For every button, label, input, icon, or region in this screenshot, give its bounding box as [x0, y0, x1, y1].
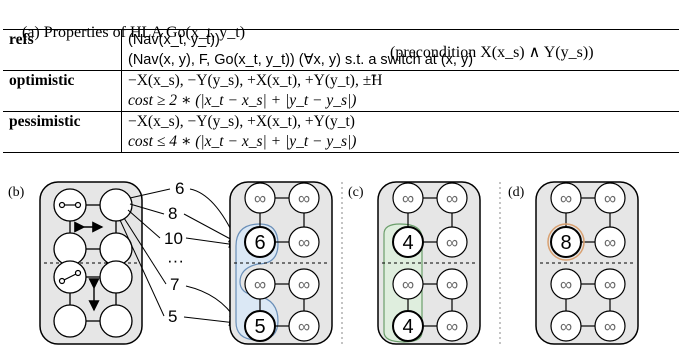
- node-infinity: ∞: [402, 275, 414, 294]
- node-value: 4: [402, 316, 413, 338]
- node-infinity: ∞: [254, 189, 266, 208]
- pessimistic-effects: −X(x_s), −Y(y_s), +X(x_t), +Y(y_t): [121, 111, 679, 132]
- node-infinity: ∞: [604, 275, 616, 294]
- infinity-node: [550, 310, 582, 342]
- node-infinity: ∞: [446, 189, 458, 208]
- value-node: [244, 226, 276, 258]
- infinity-node: [288, 310, 320, 342]
- infinity-node: [436, 310, 468, 342]
- infinity-node: [594, 310, 626, 342]
- row-key-optimistic: optimistic: [3, 70, 122, 91]
- infinity-node: [594, 226, 626, 258]
- node-infinity: ∞: [604, 189, 616, 208]
- node-value: 4: [402, 232, 413, 254]
- infinity-node: [288, 268, 320, 300]
- infinity-node: [288, 182, 320, 214]
- row-key-pessimistic: pessimistic: [3, 111, 122, 132]
- edge-label: 7: [170, 275, 179, 294]
- node-value: 8: [560, 232, 571, 254]
- infinity-node: [436, 226, 468, 258]
- value-node: [244, 310, 276, 342]
- node-infinity: ∞: [604, 317, 616, 336]
- edge-label: 8: [168, 204, 177, 223]
- edge-label: 5: [168, 307, 177, 326]
- node-infinity: ∞: [446, 233, 458, 252]
- infinity-node: [594, 268, 626, 300]
- node-infinity: ∞: [560, 189, 572, 208]
- row-key-refs: refs: [3, 29, 122, 50]
- refs-line-2: (Nav(x, y), F, Go(x_t, y_t)) (∀x, y) s.t…: [128, 52, 474, 68]
- panel-d-label: (d): [508, 185, 525, 200]
- edge-label: 6: [175, 179, 184, 198]
- pessimistic-cost: cost ≤ 4 ∗ (|x_t − x_s| + |y_t − y_s|): [121, 132, 679, 153]
- refs-line-1: (Nav(x_t, y_t)): [121, 29, 679, 50]
- panel-c-label: (c): [348, 185, 364, 200]
- switch-icon-open: [58, 201, 82, 209]
- panel-b-left-edges: [69, 204, 117, 322]
- panel-b-label: (b): [8, 185, 25, 200]
- node-infinity: ∞: [446, 275, 458, 294]
- node-infinity: ∞: [560, 317, 572, 336]
- node-infinity: ∞: [298, 275, 310, 294]
- value-node: [392, 310, 424, 342]
- edge-label: 10: [164, 229, 183, 248]
- panel-b-edge-labels: 6 8 10 ··· 7 5: [164, 179, 184, 326]
- infinity-node: [392, 268, 424, 300]
- node-value: 5: [254, 316, 265, 338]
- infinity-node: [392, 182, 424, 214]
- infinity-grid-cells: ∞ ∞ 6 ∞ ∞ ∞ 5 ∞ ∞ ∞ 4 ∞ ∞ ∞ 4 ∞ ∞ ∞ 8 ∞ ∞ ∞ ∞ ∞: [244, 182, 626, 342]
- infinity-node: [244, 268, 276, 300]
- infinity-node: [244, 182, 276, 214]
- infinity-node: [550, 182, 582, 214]
- value-node: [392, 226, 424, 258]
- node-infinity: ∞: [298, 317, 310, 336]
- properties-table: refs (Nav(x_t, y_t)) (Nav(x, y), F, Go(x…: [3, 29, 679, 153]
- node-infinity: ∞: [560, 275, 572, 294]
- node-infinity: ∞: [402, 189, 414, 208]
- highlight-ring: [547, 223, 585, 261]
- switch-icon-closed: [58, 269, 82, 285]
- node-infinity: ∞: [254, 275, 266, 294]
- optimistic-cost: cost ≥ 2 ∗ (|x_t − x_s| + |y_t − y_s|): [128, 92, 357, 109]
- optimistic-effects: −X(x_s), −Y(y_s), +X(x_t), +Y(y_t), ±̃H: [121, 70, 679, 91]
- infinity-node: [288, 226, 320, 258]
- infinity-node: [594, 182, 626, 214]
- edge-label: ···: [167, 251, 184, 270]
- infinity-node: [436, 182, 468, 214]
- grid-diagrams: (b) 6 8 10 ··· 7 5 (c): [8, 179, 639, 345]
- node-infinity: ∞: [604, 233, 616, 252]
- node-value: 6: [254, 232, 265, 254]
- infinity-node: [436, 268, 468, 300]
- panel-d-box: [535, 181, 639, 345]
- node-infinity: ∞: [298, 233, 310, 252]
- infinity-node: [550, 268, 582, 300]
- node-infinity: ∞: [446, 317, 458, 336]
- node-infinity: ∞: [298, 189, 310, 208]
- value-node: [550, 226, 582, 258]
